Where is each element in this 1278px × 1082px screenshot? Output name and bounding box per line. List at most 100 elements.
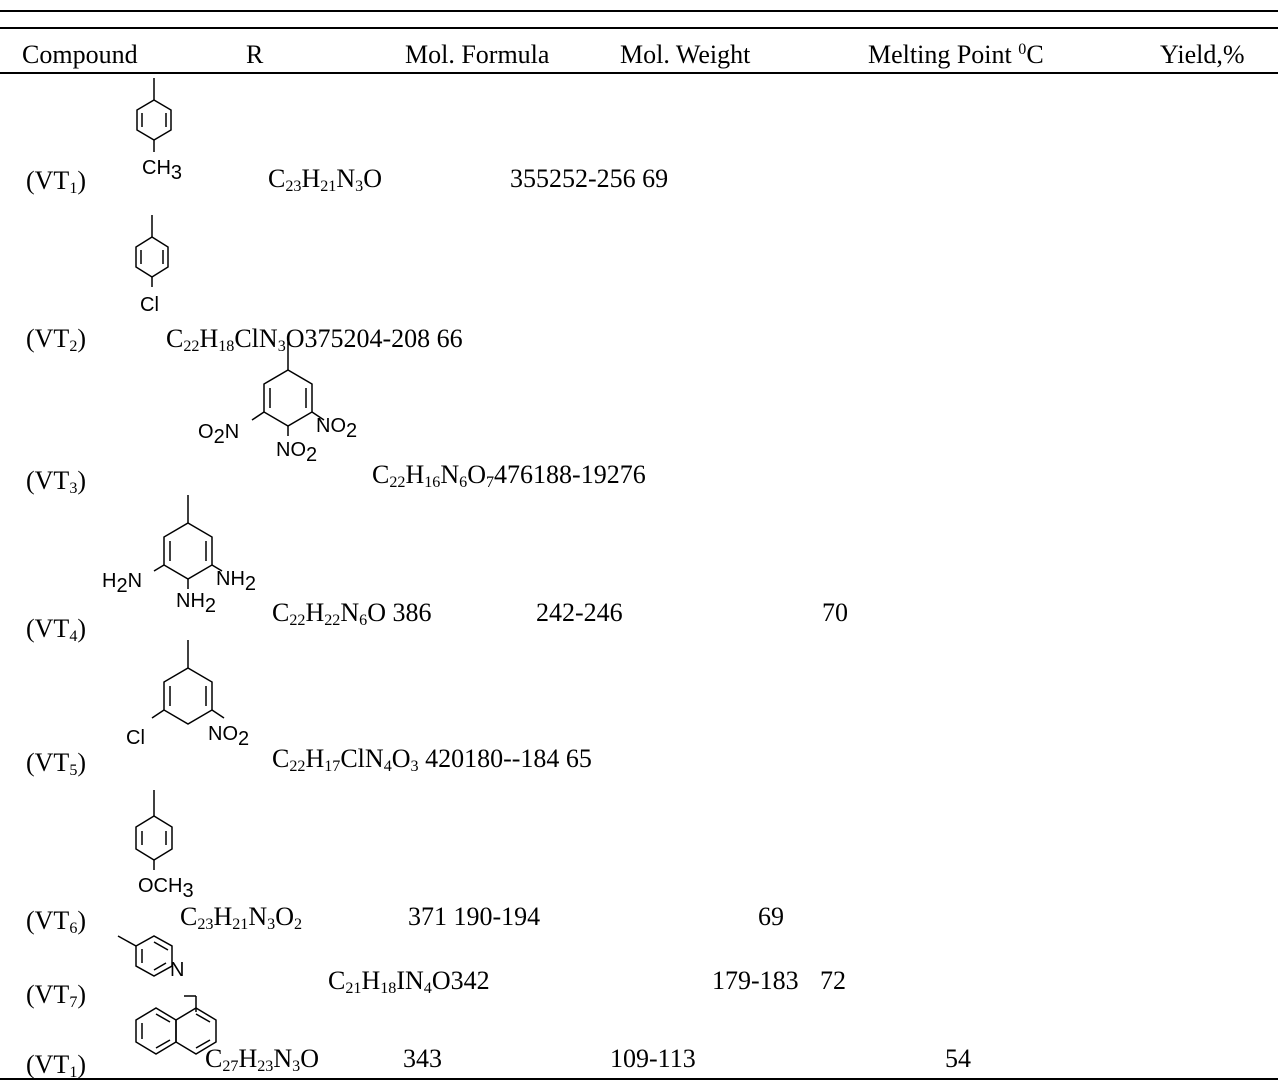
formula-part: C — [166, 324, 184, 353]
compound-prefix: (VT — [26, 748, 70, 777]
formula-text: C23H21N3O — [268, 164, 382, 196]
header-mp-unit: C — [1026, 40, 1044, 69]
formula-subscript: 22 — [389, 474, 406, 492]
formula-subscript: 4 — [423, 980, 432, 998]
compound-prefix: (VT — [26, 614, 70, 643]
compound-index: 6 — [69, 920, 78, 938]
formula-part: O342 — [431, 966, 490, 995]
yield-value: 54 — [945, 1044, 971, 1073]
compound-prefix: (VT — [26, 324, 70, 353]
formula-part: O375204-208 66 — [285, 324, 463, 353]
compound-label: (VT1) — [26, 1050, 87, 1082]
r-label-cl: Cl — [140, 294, 159, 316]
compound-prefix: (VT — [26, 1050, 70, 1079]
formula-part: C — [180, 902, 198, 931]
structure-4-chlorophenyl: Cl — [135, 215, 169, 316]
compound-prefix: (VT — [26, 906, 70, 935]
compound-prefix: (VT — [26, 466, 70, 495]
formula-part: 420180--184 65 — [418, 744, 592, 773]
row-values: 355252-256 69 — [510, 164, 669, 193]
compound-suffix: ) — [77, 466, 87, 495]
formula-subscript: 2 — [293, 916, 303, 934]
formula-subscript: 6 — [459, 474, 468, 492]
formula-text: C22H18ClN3O375204-208 66 — [166, 324, 463, 356]
formula-subscript: 3 — [292, 1058, 301, 1076]
compound-suffix: ) — [77, 614, 87, 643]
header-top-rule — [0, 27, 1278, 29]
formula-part: H — [301, 164, 321, 193]
formula-part: H — [199, 324, 219, 353]
bottom-rule — [0, 1078, 1278, 1080]
compound-suffix: ) — [77, 1050, 87, 1079]
formula-part: H — [305, 598, 325, 627]
compound-suffix: ) — [77, 980, 87, 1009]
compound-suffix: ) — [77, 166, 87, 195]
r-label-ch3: CH3 — [142, 157, 182, 184]
formula-subscript: 3 — [355, 178, 364, 196]
formula-part: H — [405, 460, 425, 489]
formula-text: C22H22N6O 386 — [272, 598, 431, 630]
formula-part: C — [328, 966, 346, 995]
r-label-nh2-bottom: NH2 — [176, 590, 216, 617]
compound-label: (VT2) — [26, 324, 87, 356]
formula-part: O — [300, 1044, 319, 1073]
row-values: 371 190-194 — [408, 902, 541, 931]
formula-subscript: 22 — [183, 338, 200, 356]
header-bottom-rule — [0, 72, 1278, 74]
structure-1-naphthylmethyl — [135, 995, 217, 1055]
yield-value: 72 — [820, 966, 846, 995]
compound-prefix: (VT — [26, 166, 70, 195]
compound-label: (VT1) — [26, 166, 87, 197]
formula-text: C22H17ClN4O3 420180--184 65 — [272, 744, 592, 776]
formula-part: ClN — [234, 324, 278, 353]
compound-index: 1 — [69, 1064, 78, 1082]
formula-part: H — [213, 902, 233, 931]
compound-index: 2 — [69, 338, 78, 356]
formula-part: N — [248, 902, 268, 931]
yield-value: 70 — [822, 598, 848, 627]
compound-suffix: ) — [77, 906, 87, 935]
header-mp-label: Melting Point — [868, 40, 1019, 69]
formula-subscript: 18 — [218, 338, 235, 356]
compound-index: 3 — [69, 480, 78, 498]
formula-subscript: 22 — [289, 758, 306, 776]
formula-part: H — [361, 966, 381, 995]
r-label-no2-right: NO2 — [316, 415, 357, 442]
header-compound: Compound — [22, 40, 138, 69]
formula-part: H — [238, 1044, 258, 1073]
compound-label: (VT7) — [26, 980, 87, 1011]
structure-4-methylphenyl: CH3 — [136, 78, 182, 184]
formula-text: C23H21N3O2 — [180, 902, 303, 934]
formula-subscript: 3 — [410, 758, 419, 776]
formula-subscript: 21 — [345, 980, 362, 998]
formula-subscript: 23 — [197, 916, 214, 934]
compound-suffix: ) — [77, 748, 87, 777]
structure-trinitrophenyl: O2N NO2 NO2 — [198, 342, 357, 466]
compound-index: 5 — [69, 762, 78, 780]
formula-subscript: 23 — [285, 178, 302, 196]
compound-label: (VT4) — [26, 614, 87, 646]
header-formula: Mol. Formula — [405, 40, 550, 69]
formula-part: C — [272, 598, 290, 627]
formula-part: N — [273, 1044, 293, 1073]
formula-part: N — [440, 460, 460, 489]
compound-prefix: (VT — [26, 980, 70, 1009]
compound-suffix: ) — [77, 324, 87, 353]
formula-part: H — [305, 744, 325, 773]
compound-label: (VT5) — [26, 748, 87, 780]
formula-subscript: 16 — [424, 474, 441, 492]
structure-4-methoxyphenyl: OCH3 — [135, 790, 194, 902]
r-label-o2n: O2N — [198, 421, 239, 448]
formula-subscript: 22 — [324, 612, 341, 630]
header-melting-point: Melting Point 0C — [868, 40, 1044, 70]
r-label-n: N — [170, 959, 184, 981]
formula-part: C — [205, 1044, 223, 1073]
formula-part: C — [268, 164, 286, 193]
mol-weight: 343 — [403, 1044, 442, 1073]
formula-subscript: 23 — [257, 1058, 274, 1076]
formula-subscript: 21 — [232, 916, 249, 934]
compound-index: 4 — [69, 628, 78, 646]
formula-part: IN — [396, 966, 424, 995]
formula-part: 476188-19276 — [494, 460, 646, 489]
formula-part: N — [336, 164, 356, 193]
